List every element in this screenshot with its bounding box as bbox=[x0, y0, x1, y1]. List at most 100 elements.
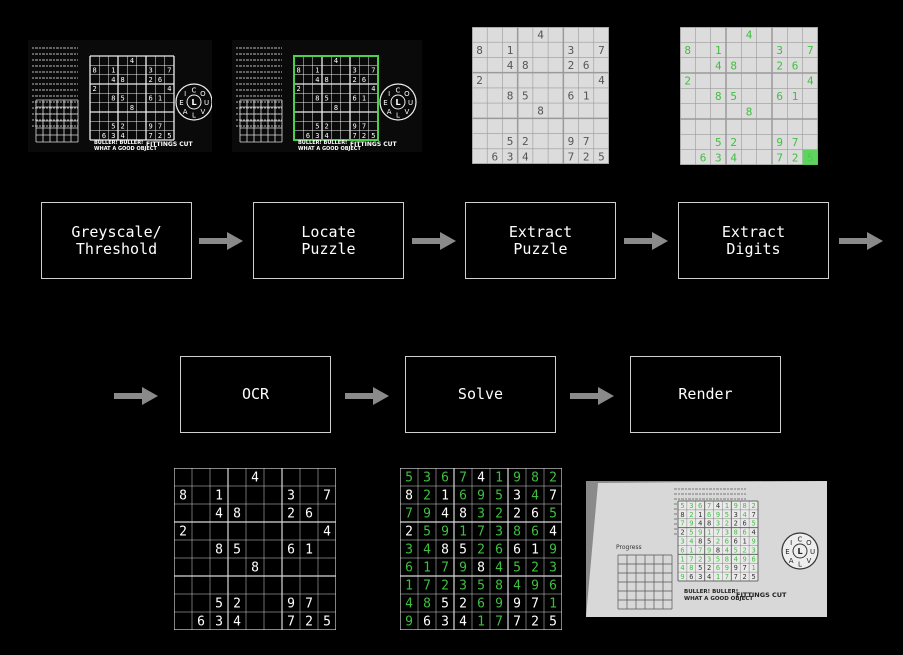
cell-digit: 9 bbox=[568, 135, 575, 148]
cell-digit: 8 bbox=[743, 502, 747, 510]
highlighted-cell bbox=[802, 149, 818, 165]
cell-digit: 1 bbox=[680, 555, 684, 563]
cell-digit: 2 bbox=[689, 511, 693, 519]
cell-digit: 5 bbox=[549, 615, 557, 630]
word-wheel-center bbox=[792, 543, 808, 559]
cell-digit: 6 bbox=[405, 561, 413, 576]
cell-digit: 4 bbox=[716, 502, 720, 510]
stage-label: Extract Digits bbox=[721, 222, 786, 258]
cell-digit: 2 bbox=[405, 525, 413, 540]
arrow-icon bbox=[624, 232, 668, 250]
cell-digit: 1 bbox=[507, 44, 514, 57]
word-wheel bbox=[175, 83, 212, 121]
cell-digit: 1 bbox=[405, 579, 413, 594]
cell-digit: 3 bbox=[689, 502, 693, 510]
cell-digit: 8 bbox=[707, 520, 711, 528]
cell-digit: 2 bbox=[305, 615, 313, 630]
grid-background bbox=[472, 27, 609, 164]
cell-digit: 7 bbox=[459, 471, 467, 486]
cell-digit: 1 bbox=[477, 615, 485, 630]
cell-digit: 8 bbox=[531, 471, 539, 486]
cell-digit: 5 bbox=[507, 135, 514, 148]
cell-digit: 7 bbox=[743, 564, 747, 572]
cell-digit: 1 bbox=[215, 489, 223, 504]
cell-digit: 1 bbox=[315, 67, 319, 75]
cell-digit: 6 bbox=[102, 132, 106, 140]
cell-digit: 7 bbox=[751, 511, 755, 519]
cell-digit: 4 bbox=[405, 597, 413, 612]
cell-digit: 5 bbox=[680, 502, 684, 510]
cell-digit: 6 bbox=[725, 538, 729, 546]
cell-digit: 2 bbox=[179, 525, 187, 540]
cell-digit: 3 bbox=[751, 546, 755, 554]
cell-digit: 2 bbox=[353, 76, 357, 84]
headline-text: BULLER! BULLER! bbox=[684, 589, 738, 595]
cell-digit: 2 bbox=[743, 546, 747, 554]
photo-background bbox=[232, 40, 422, 152]
cell-digit: 6 bbox=[362, 76, 366, 84]
cell-digit: 4 bbox=[734, 555, 738, 563]
stage-label: OCR bbox=[241, 385, 270, 403]
headline-text: WHAT A GOOD OBJECT bbox=[298, 146, 361, 152]
cell-digit: 5 bbox=[751, 573, 755, 581]
cell-digit: 1 bbox=[698, 511, 702, 519]
cell-digit: 3 bbox=[315, 132, 319, 140]
cell-digit: 2 bbox=[522, 135, 529, 148]
cell-digit: 1 bbox=[792, 90, 799, 103]
cell-digit: 8 bbox=[405, 489, 413, 504]
cell-digit: 5 bbox=[715, 136, 722, 149]
cell-digit: 5 bbox=[167, 132, 171, 140]
stage-render: Render bbox=[630, 356, 781, 433]
cell-digit: 4 bbox=[743, 511, 747, 519]
cell-digit: 4 bbox=[680, 564, 684, 572]
cell-digit: 5 bbox=[495, 489, 503, 504]
cell-digit: 5 bbox=[725, 511, 729, 519]
cell-digit: 7 bbox=[513, 615, 521, 630]
cell-digit: 6 bbox=[306, 132, 310, 140]
cell-digit: 2 bbox=[734, 520, 738, 528]
cell-digit: 6 bbox=[716, 564, 720, 572]
cell-digit: 7 bbox=[305, 597, 313, 612]
cell-digit: 6 bbox=[305, 507, 313, 522]
cell-digit: 5 bbox=[315, 123, 319, 131]
cell-digit: 3 bbox=[111, 132, 115, 140]
stage-ocr: OCR bbox=[180, 356, 331, 433]
cell-digit: 3 bbox=[459, 579, 467, 594]
cell-digit: 5 bbox=[371, 132, 375, 140]
cell-digit: 5 bbox=[323, 615, 331, 630]
cell-digit: 4 bbox=[477, 471, 485, 486]
cell-digit: 1 bbox=[495, 471, 503, 486]
cell-digit: 6 bbox=[531, 507, 539, 522]
cell-digit: 8 bbox=[477, 561, 485, 576]
cell-digit: 7 bbox=[531, 597, 539, 612]
cell-digit: 8 bbox=[325, 76, 329, 84]
headline-text: BULLER! BULLER! bbox=[94, 140, 143, 146]
wheel-center-letter: L bbox=[191, 98, 196, 107]
wheel-letter: L bbox=[192, 112, 196, 120]
cell-digit: 8 bbox=[495, 579, 503, 594]
wheel-letter: U bbox=[408, 99, 413, 107]
cell-digit: 4 bbox=[598, 74, 605, 87]
cell-digit: 8 bbox=[334, 104, 338, 112]
cell-digit: 3 bbox=[568, 44, 575, 57]
cell-digit: 2 bbox=[233, 597, 241, 612]
arrow-icon bbox=[839, 232, 883, 250]
cell-digit: 4 bbox=[423, 543, 431, 558]
cell-digit: 2 bbox=[743, 573, 747, 581]
stage-extract-digits: Extract Digits bbox=[678, 202, 829, 279]
cell-digit: 4 bbox=[495, 561, 503, 576]
cell-digit: 8 bbox=[121, 76, 125, 84]
cell-digit: 9 bbox=[513, 597, 521, 612]
cell-digit: 9 bbox=[776, 136, 783, 149]
cell-digit: 9 bbox=[716, 511, 720, 519]
cell-digit: 8 bbox=[507, 89, 514, 102]
cell-digit: 3 bbox=[287, 489, 295, 504]
cell-digit: 7 bbox=[583, 135, 590, 148]
cell-digit: 3 bbox=[513, 489, 521, 504]
cell-digit: 8 bbox=[725, 555, 729, 563]
cell-digit: 3 bbox=[549, 561, 557, 576]
cell-digit: 8 bbox=[179, 489, 187, 504]
